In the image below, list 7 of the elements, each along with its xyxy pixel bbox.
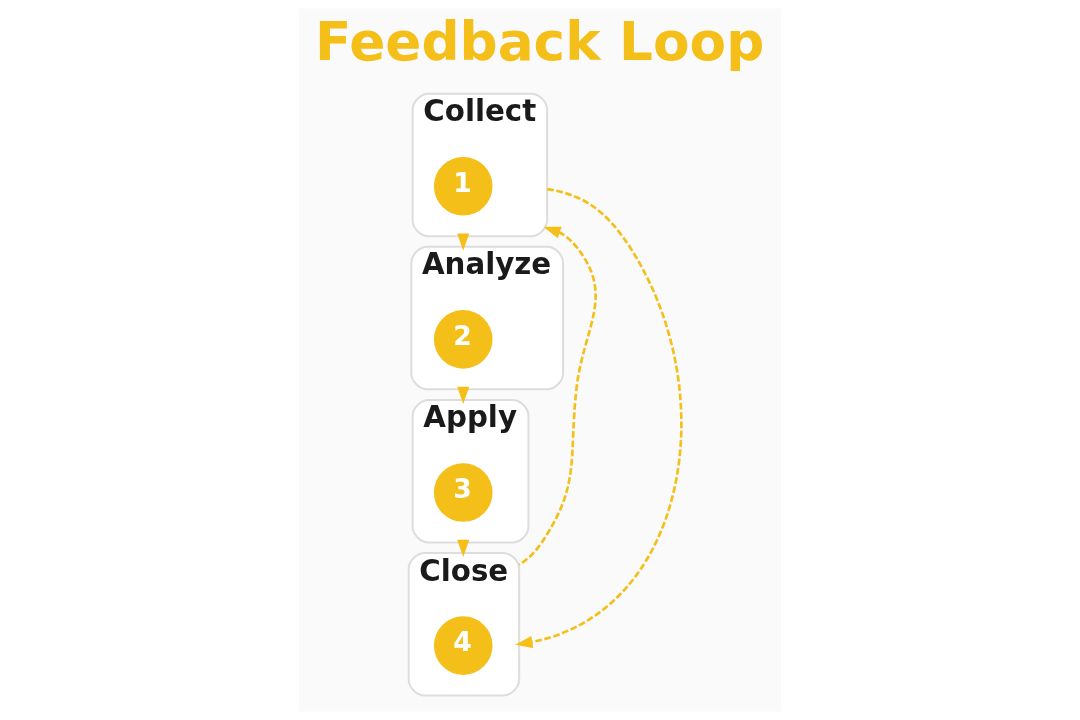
node-circle: 1 <box>433 156 493 216</box>
node-circle: 2 <box>433 310 493 369</box>
node-circle: 4 <box>433 616 493 675</box>
diagram-title: Feedback Loop <box>314 11 765 74</box>
arrow <box>518 226 597 566</box>
arrow <box>515 187 683 648</box>
node-circle: 3 <box>433 463 493 522</box>
